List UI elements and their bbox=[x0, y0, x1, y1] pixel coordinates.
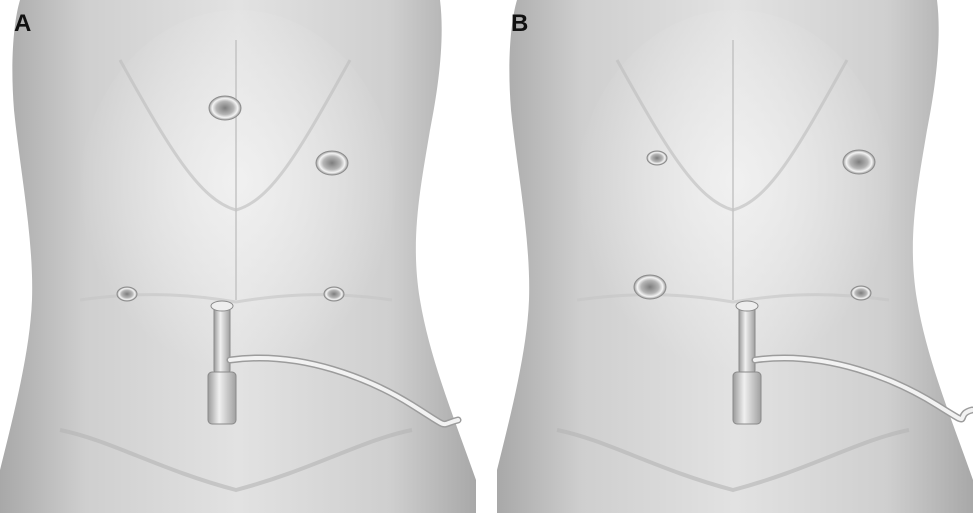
umbilical-port-shaft bbox=[739, 305, 755, 375]
trocar-port-right-upper bbox=[647, 151, 667, 165]
panel-a-label: A bbox=[14, 12, 31, 36]
umbilical-port-housing bbox=[208, 372, 236, 424]
umbilical-port-shaft bbox=[214, 305, 230, 375]
trocar-port-left-upper bbox=[316, 151, 348, 175]
panel-b-torso-illustration: B bbox=[497, 0, 973, 513]
trocar-port-left-lower bbox=[324, 287, 344, 301]
abdomen-highlight bbox=[78, 10, 398, 390]
torso-b-svg bbox=[497, 0, 973, 513]
panel-b-label: B bbox=[511, 12, 528, 36]
umbilical-port-cap bbox=[211, 301, 233, 311]
umbilical-port-housing bbox=[733, 372, 761, 424]
trocar-port-left-lower bbox=[851, 286, 871, 300]
panel-a-torso-illustration: A bbox=[0, 0, 476, 513]
trocar-port-right-lower bbox=[634, 275, 666, 299]
trocar-port-upper-midline bbox=[209, 96, 241, 120]
umbilical-port-cap bbox=[736, 301, 758, 311]
trocar-port-left-upper bbox=[843, 150, 875, 174]
torso-a-svg bbox=[0, 0, 476, 513]
trocar-port-right-lower bbox=[117, 287, 137, 301]
abdomen-highlight bbox=[575, 10, 895, 390]
